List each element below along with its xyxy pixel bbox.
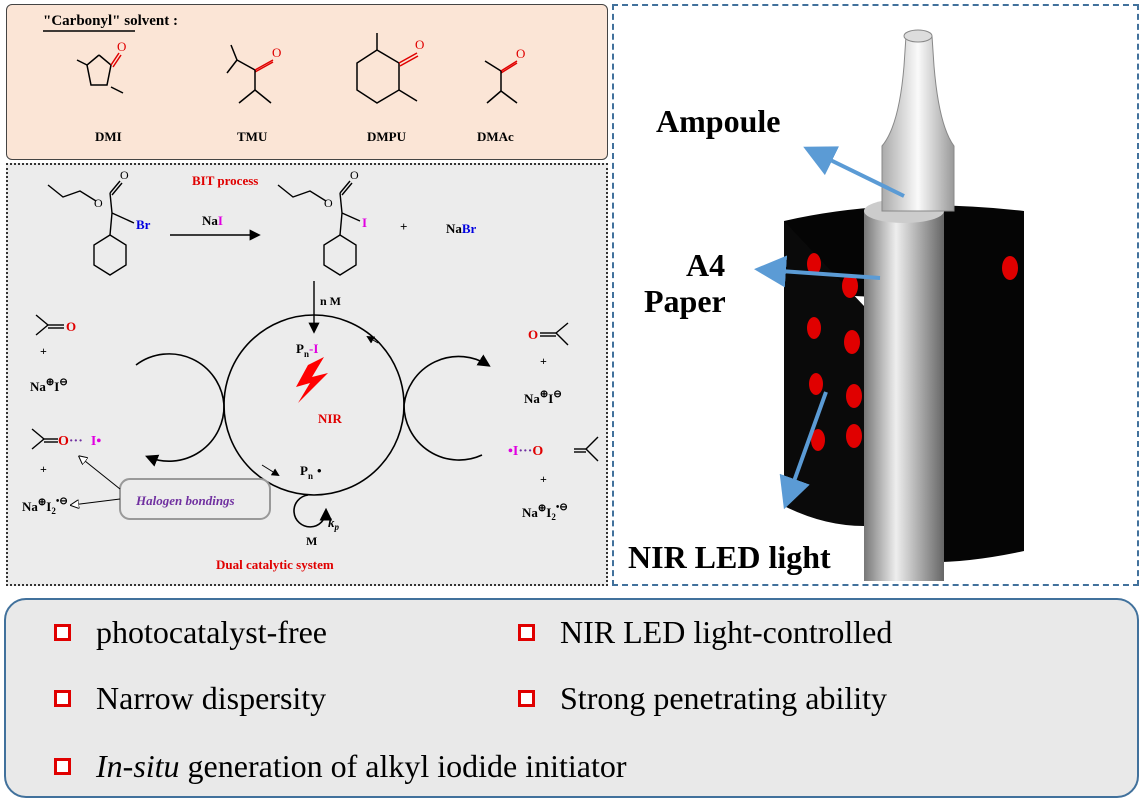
feature-item: In-situ generation of alkyl iodide initi… (54, 748, 627, 785)
svg-text:+: + (540, 472, 547, 486)
svg-text:+: + (400, 219, 407, 234)
tmu-structure (226, 44, 274, 104)
dmi-structure (76, 52, 124, 94)
ampoule-pointer-arrow (803, 146, 905, 198)
svg-text:O: O (66, 319, 76, 334)
nabr-byproduct: NaBr (446, 221, 477, 236)
svg-text:NIR: NIR (318, 411, 342, 426)
bit-process-label: BIT process (192, 173, 258, 188)
feature-item: Narrow dispersity (54, 680, 326, 717)
pn-i-label: Pn-I (296, 341, 318, 359)
led-label: NIR LED light (628, 539, 831, 575)
halogen-bond-right: •I···O (508, 444, 543, 459)
svg-text:+: + (40, 344, 47, 358)
dmac-structure (484, 60, 518, 104)
kp-label: kp (328, 515, 340, 532)
svg-text:O: O (94, 196, 103, 210)
checkbox-bullet-icon (54, 758, 71, 775)
mechanism-diagram: BIT process O O Br NaI O O I + (22, 168, 599, 572)
svg-text:O: O (350, 168, 359, 182)
svg-text:O: O (120, 168, 129, 182)
svg-text:+: + (40, 462, 47, 476)
svg-text:M: M (306, 534, 317, 548)
solvent-label-dmac: DMAc (477, 129, 514, 144)
alkyl-bromide-structure (47, 180, 135, 276)
svg-text:Halogen bondings: Halogen bondings (135, 493, 235, 508)
svg-text:+: + (540, 354, 547, 368)
checkbox-bullet-icon (54, 624, 71, 641)
features-panel: photocatalyst-free NIR LED light-control… (4, 598, 1139, 798)
halogen-arrow-top (80, 457, 121, 490)
na-i2-left: Na⊕I2•⊖ (22, 496, 68, 516)
svg-text:O: O (415, 37, 424, 52)
bit-mechanism-panel: BIT process O O Br NaI O O I + (6, 163, 608, 586)
led-pointer-arrow (779, 391, 828, 510)
halogen-arrow-bottom (72, 498, 121, 505)
ampoule (881, 30, 955, 212)
feature-item: Strong penetrating ability (518, 680, 887, 717)
svg-text:O: O (528, 327, 538, 342)
alkyl-iodide-structure (277, 180, 361, 276)
lightning-icon (296, 357, 328, 403)
dual-catalytic-label: Dual catalytic system (216, 557, 334, 572)
left-cycle-arc (135, 353, 225, 406)
ampoule-label: Ampoule (656, 103, 781, 139)
solvent-label-dmpu: DMPU (367, 129, 407, 144)
reactor-illustration (754, 29, 1024, 581)
solvent-label-tmu: TMU (237, 129, 268, 144)
paper-pointer-arrow (754, 255, 881, 288)
solvent-title: "Carbonyl" solvent : (43, 13, 178, 29)
na-iodide-right: Na⊕I⊖ (524, 389, 562, 406)
dmpu-structure (356, 33, 419, 104)
svg-text:n M: n M (320, 294, 341, 308)
propagation-loop (293, 494, 333, 528)
svg-text:O: O (324, 196, 333, 210)
solvent-label-dmi: DMI (95, 129, 122, 144)
nir-led-array (807, 253, 1018, 451)
feature-item: NIR LED light-controlled (518, 614, 892, 651)
solvent-panel: "Carbonyl" solvent : O DMI O TMU (6, 4, 608, 160)
pn-radical-label: Pn• (300, 463, 322, 481)
na-i2-right: Na⊕I2•⊖ (522, 502, 568, 522)
svg-text:I: I (362, 215, 367, 230)
svg-text:O: O (272, 45, 281, 60)
svg-text:Br: Br (136, 217, 151, 232)
paper-label-line2: Paper (644, 283, 726, 319)
paper-label-line1: A4 (686, 247, 726, 283)
solvent-structures: "Carbonyl" solvent : O DMI O TMU (43, 13, 525, 144)
setup-illustration-panel: Ampoule A4 Paper NIR LED light (612, 4, 1139, 586)
na-iodide-left: Na⊕I⊖ (30, 377, 68, 394)
feature-item: photocatalyst-free (54, 614, 327, 651)
svg-text:O: O (117, 39, 126, 54)
nai-reagent: NaI (202, 213, 223, 228)
halogen-bond-left: O···I• (58, 434, 101, 449)
svg-text:O: O (516, 46, 525, 61)
checkbox-bullet-icon (518, 690, 535, 707)
inner-cylinder (864, 211, 944, 581)
checkbox-bullet-icon (54, 690, 71, 707)
checkbox-bullet-icon (518, 624, 535, 641)
right-cycle-arc (403, 354, 491, 406)
